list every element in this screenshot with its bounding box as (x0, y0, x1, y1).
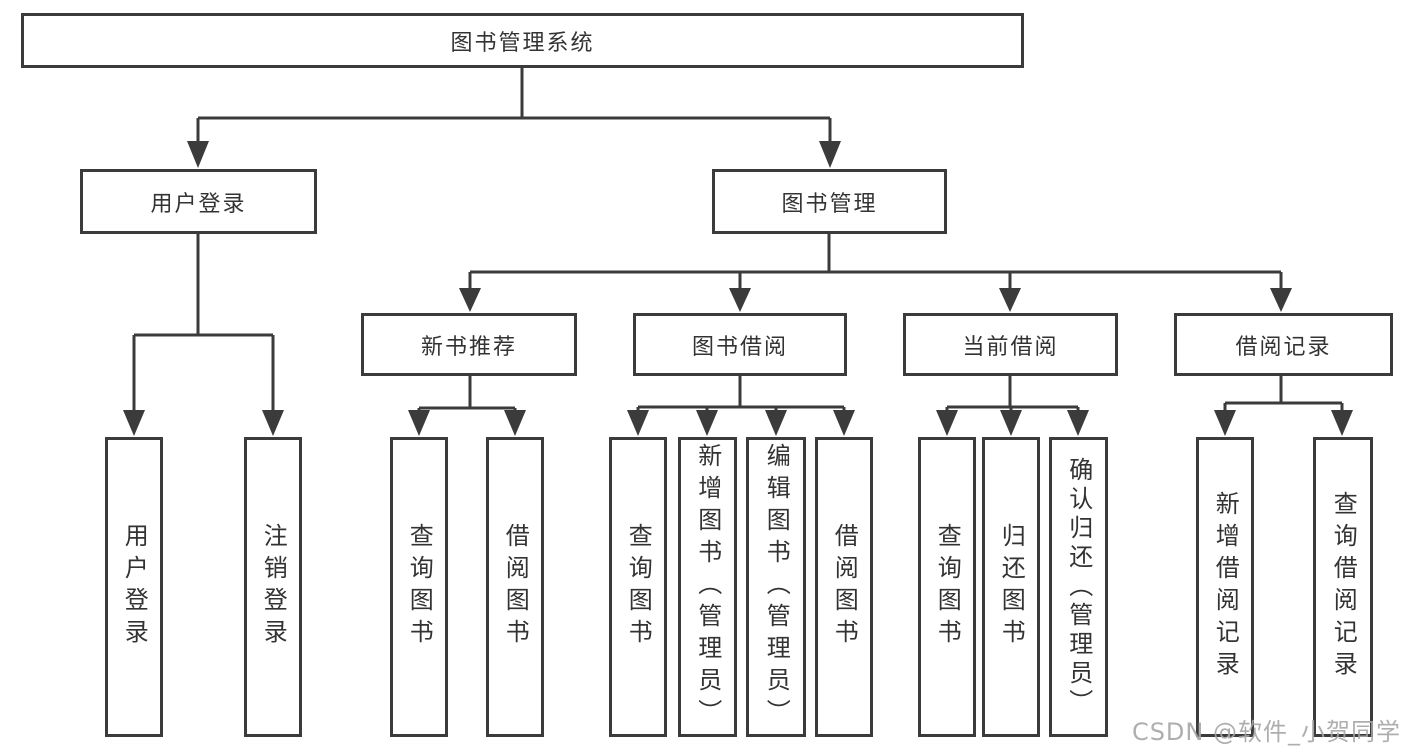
leaf-records-query: 查询借阅记录 (1313, 437, 1373, 737)
leaf-bookborrow-borrow-label: 借阅图书 (830, 523, 859, 651)
leaf-logout-label: 注销登录 (259, 523, 288, 651)
arrowheads (1214, 410, 1353, 436)
node-new-book-recommend: 新书推荐 (361, 313, 577, 376)
leaf-current-query-label: 查询图书 (933, 523, 962, 651)
connector-borrow-records-to-leaves (1214, 376, 1353, 436)
connector-book-mgmt-to-level3 (459, 234, 1292, 312)
leaf-newbook-query: 查询图书 (390, 437, 448, 737)
leaf-bookborrow-add-label: 新增图书（管理员） (693, 443, 722, 731)
csdn-watermark: CSDN @软件_小贺同学 (1131, 718, 1401, 746)
node-root-label: 图书管理系统 (450, 30, 595, 56)
connector-user-login-to-leaves (123, 234, 284, 436)
node-current-borrow: 当前借阅 (903, 313, 1118, 376)
connector-book-borrow-to-leaves (627, 376, 855, 436)
node-user-login: 用户登录 (80, 169, 317, 234)
leaf-bookborrow-add: 新增图书（管理员） (678, 437, 737, 737)
leaf-records-add: 新增借阅记录 (1196, 437, 1254, 737)
leaf-records-add-label: 新增借阅记录 (1211, 491, 1240, 683)
leaf-bookborrow-edit: 编辑图书（管理员） (746, 437, 806, 737)
leaf-user-login: 用户登录 (105, 437, 163, 737)
arrowheads (408, 410, 526, 436)
leaf-records-query-label: 查询借阅记录 (1329, 491, 1358, 683)
connector-root-to-level2 (187, 68, 841, 168)
arrowheads (187, 141, 841, 168)
arrowheads (459, 288, 1292, 312)
node-borrow-records: 借阅记录 (1174, 313, 1393, 376)
leaf-newbook-borrow: 借阅图书 (486, 437, 544, 737)
leaf-bookborrow-query-label: 查询图书 (624, 523, 653, 651)
leaf-bookborrow-borrow: 借阅图书 (815, 437, 873, 737)
leaf-current-return-label: 归还图书 (997, 523, 1026, 651)
node-user-login-label: 用户登录 (150, 191, 247, 217)
leaf-bookborrow-edit-label: 编辑图书（管理员） (762, 443, 791, 731)
node-book-borrow: 图书借阅 (633, 313, 847, 376)
leaf-current-return: 归还图书 (982, 437, 1040, 737)
node-borrow-records-label: 借阅记录 (1235, 334, 1332, 360)
leaf-bookborrow-query: 查询图书 (609, 437, 667, 737)
node-book-borrow-label: 图书借阅 (691, 334, 788, 360)
leaf-logout: 注销登录 (244, 437, 302, 737)
leaf-current-confirm-label: 确认归还（管理员） (1064, 456, 1093, 718)
node-book-mgmt-label: 图书管理 (781, 191, 878, 217)
leaf-current-query: 查询图书 (918, 437, 976, 737)
node-new-book-recommend-label: 新书推荐 (420, 334, 517, 360)
connector-new-book-to-leaves (408, 376, 526, 436)
arrowheads (627, 410, 855, 436)
arrowheads (936, 410, 1089, 436)
connector-current-borrow-to-leaves (936, 376, 1089, 436)
leaf-current-confirm: 确认归还（管理员） (1049, 437, 1108, 737)
leaf-user-login-label: 用户登录 (120, 523, 149, 651)
leaf-newbook-query-label: 查询图书 (405, 523, 434, 651)
node-book-mgmt: 图书管理 (712, 169, 947, 234)
leaf-newbook-borrow-label: 借阅图书 (501, 523, 530, 651)
node-root: 图书管理系统 (21, 13, 1024, 68)
node-current-borrow-label: 当前借阅 (962, 334, 1059, 360)
arrowheads (123, 410, 284, 436)
